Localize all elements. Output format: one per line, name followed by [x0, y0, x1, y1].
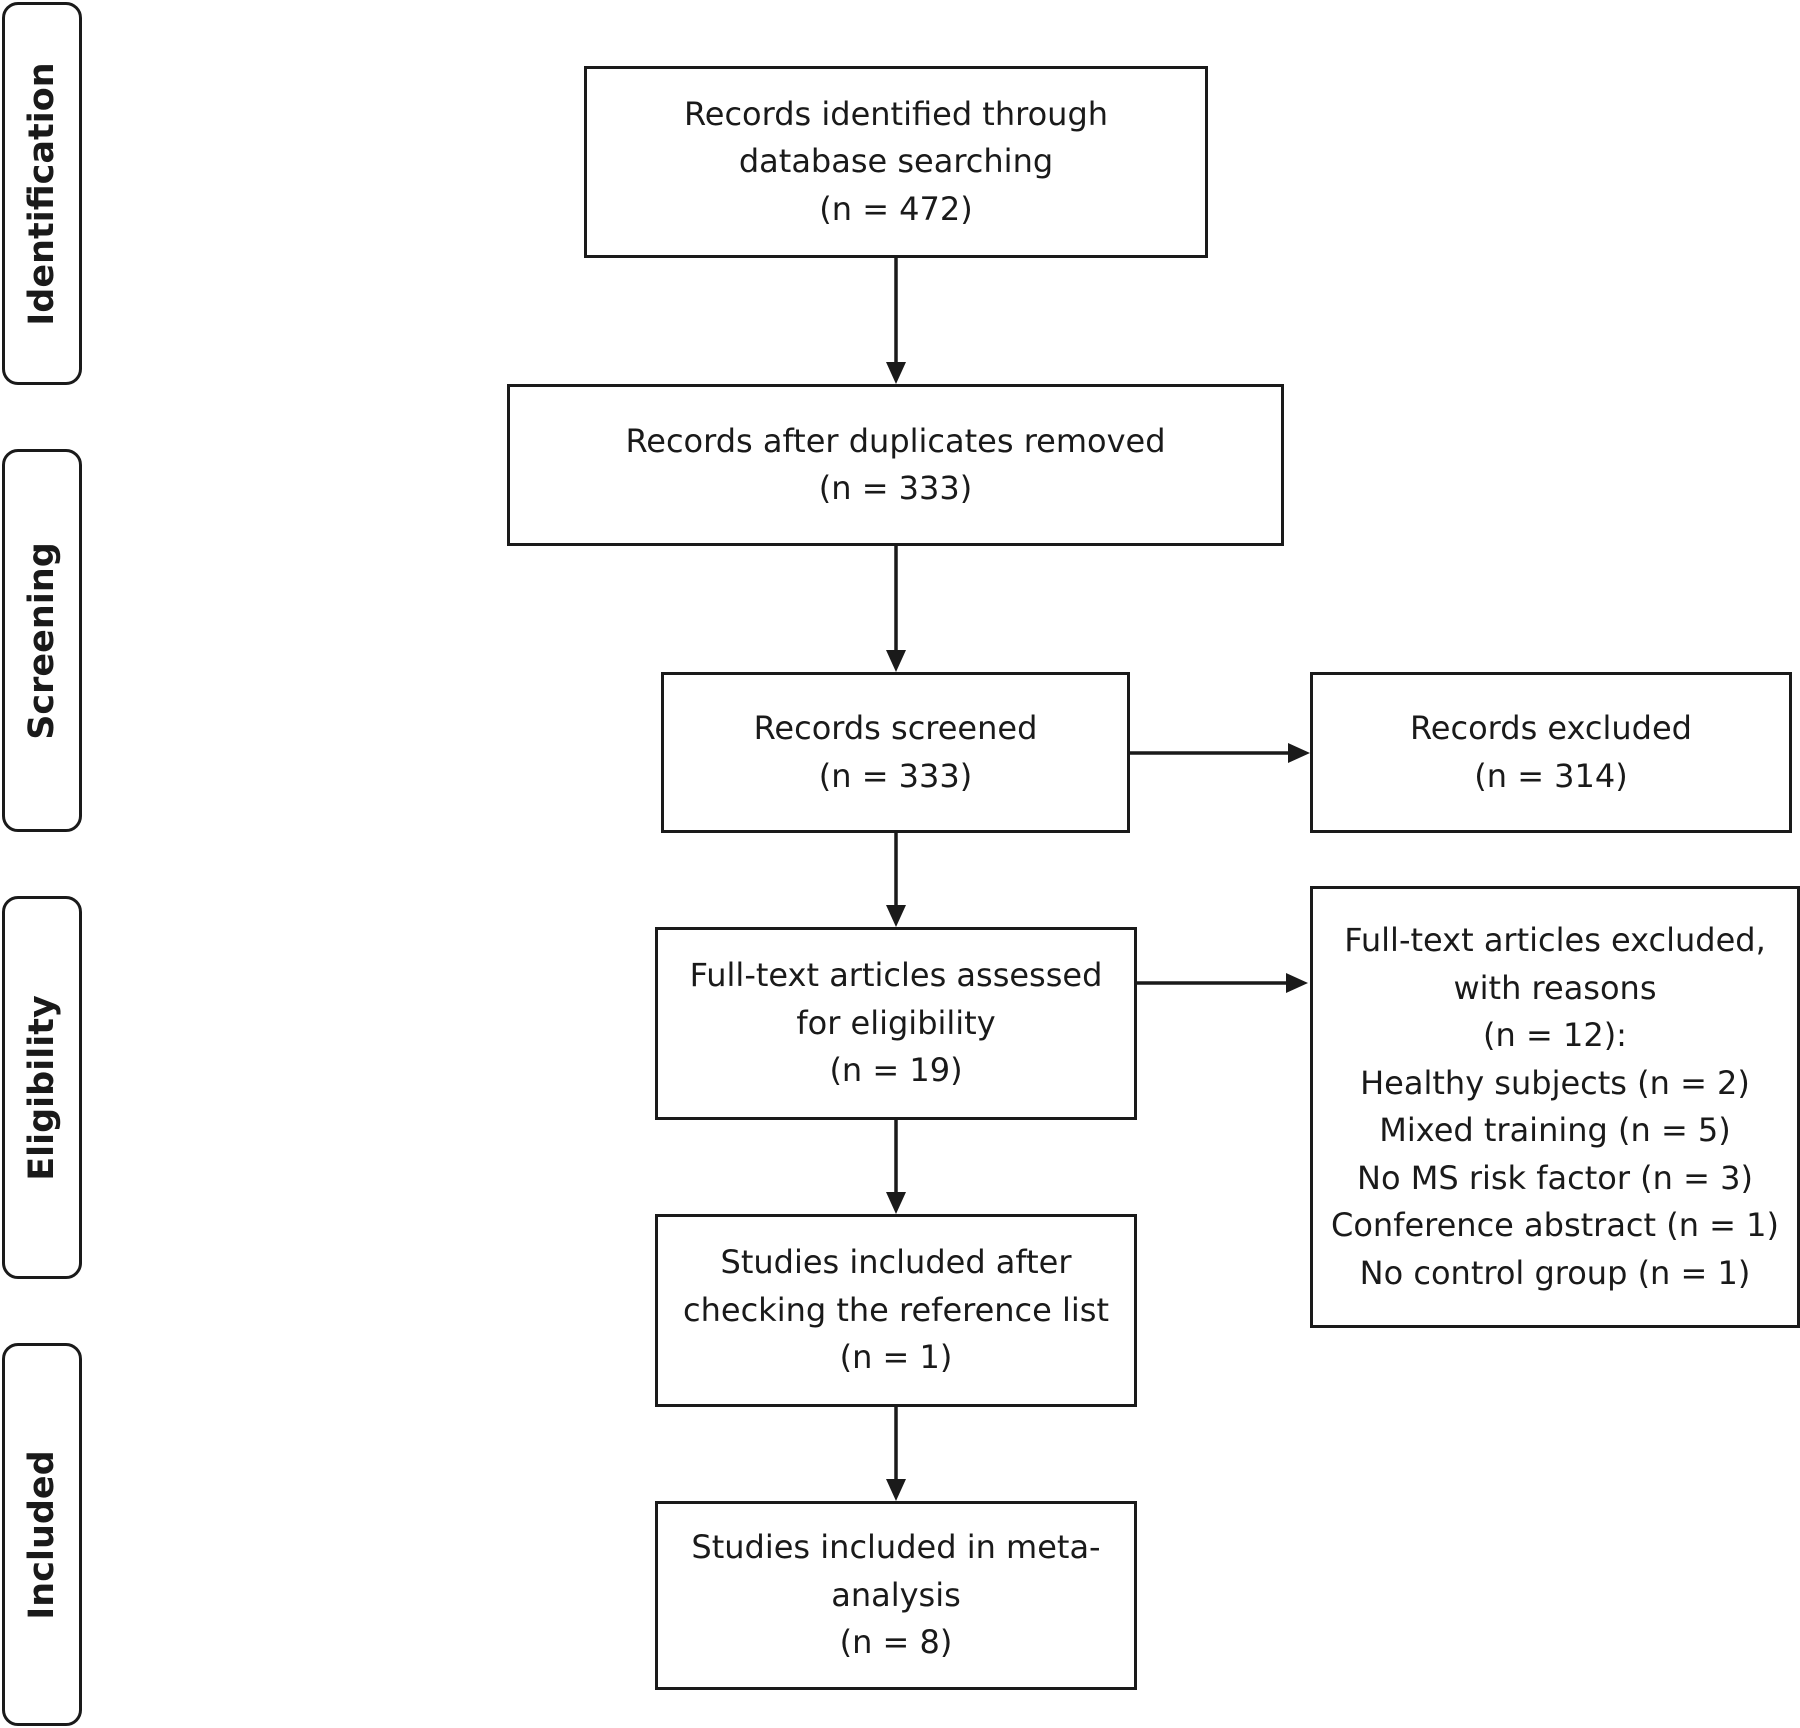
box-line: (n = 333) [818, 756, 973, 795]
exclusion-reason: Mixed training (n = 5) [1379, 1111, 1731, 1149]
phase-eligibility: Eligibility [2, 896, 82, 1279]
box-line: with reasons [1453, 968, 1657, 1007]
arrowhead-icon [886, 1479, 906, 1501]
box-line: for eligibility [796, 1003, 996, 1042]
exclusion-reason: No control group (n = 1) [1359, 1253, 1751, 1292]
box-line: (n = 314) [1474, 756, 1628, 795]
box-line: analysis [831, 1575, 961, 1614]
box-line: checking the reference list [683, 1290, 1109, 1329]
arrowhead-icon [886, 1192, 906, 1214]
box-line: Records screened [753, 709, 1038, 747]
box-line: Full-text articles excluded, [1344, 921, 1766, 959]
arrowhead-icon [1286, 973, 1308, 993]
box-line: (n = 472) [819, 189, 973, 228]
arrowhead-icon [886, 362, 906, 384]
exclusion-reason: Conference abstract (n = 1) [1330, 1206, 1779, 1244]
box-line: (n = 8) [839, 1623, 953, 1662]
box-line: database searching [738, 142, 1054, 181]
arrowhead-icon [1288, 743, 1310, 763]
box-records-excluded: Records excluded (n = 314) [1310, 672, 1792, 833]
box-line: Records after duplicates removed [625, 421, 1166, 460]
box-line: Studies included in meta- [691, 1528, 1101, 1567]
box-line: Records identified through [683, 94, 1109, 133]
box-fulltext-assessed: Full-text articles assessed for eligibil… [655, 927, 1137, 1120]
box-line: (n = 19) [829, 1051, 963, 1090]
phase-identification: Identification [2, 2, 82, 385]
arrowhead-icon [886, 905, 906, 927]
box-line: (n = 12): [1483, 1016, 1627, 1054]
box-line: (n = 1) [839, 1338, 953, 1377]
box-records-identified: Records identified through database sear… [584, 66, 1208, 258]
arrowhead-icon [886, 650, 906, 672]
phase-included: Included [2, 1343, 82, 1726]
box-records-screened: Records screened (n = 333) [661, 672, 1130, 833]
box-line: (n = 333) [818, 469, 973, 507]
box-line: Records excluded [1410, 709, 1692, 747]
box-fulltext-excluded: Full-text articles excluded, with reason… [1310, 886, 1800, 1328]
phase-screening: Screening [2, 449, 82, 832]
box-line: Full-text articles assessed [689, 956, 1103, 995]
exclusion-reason: No MS risk factor (n = 3) [1357, 1158, 1753, 1197]
box-duplicates-removed: Records after duplicates removed (n = 33… [507, 384, 1284, 546]
box-line: Studies included after [720, 1243, 1072, 1282]
exclusion-reason: Healthy subjects (n = 2) [1360, 1063, 1750, 1102]
box-meta-analysis: Studies included in meta- analysis (n = … [655, 1501, 1137, 1690]
box-reference-list: Studies included after checking the refe… [655, 1214, 1137, 1407]
